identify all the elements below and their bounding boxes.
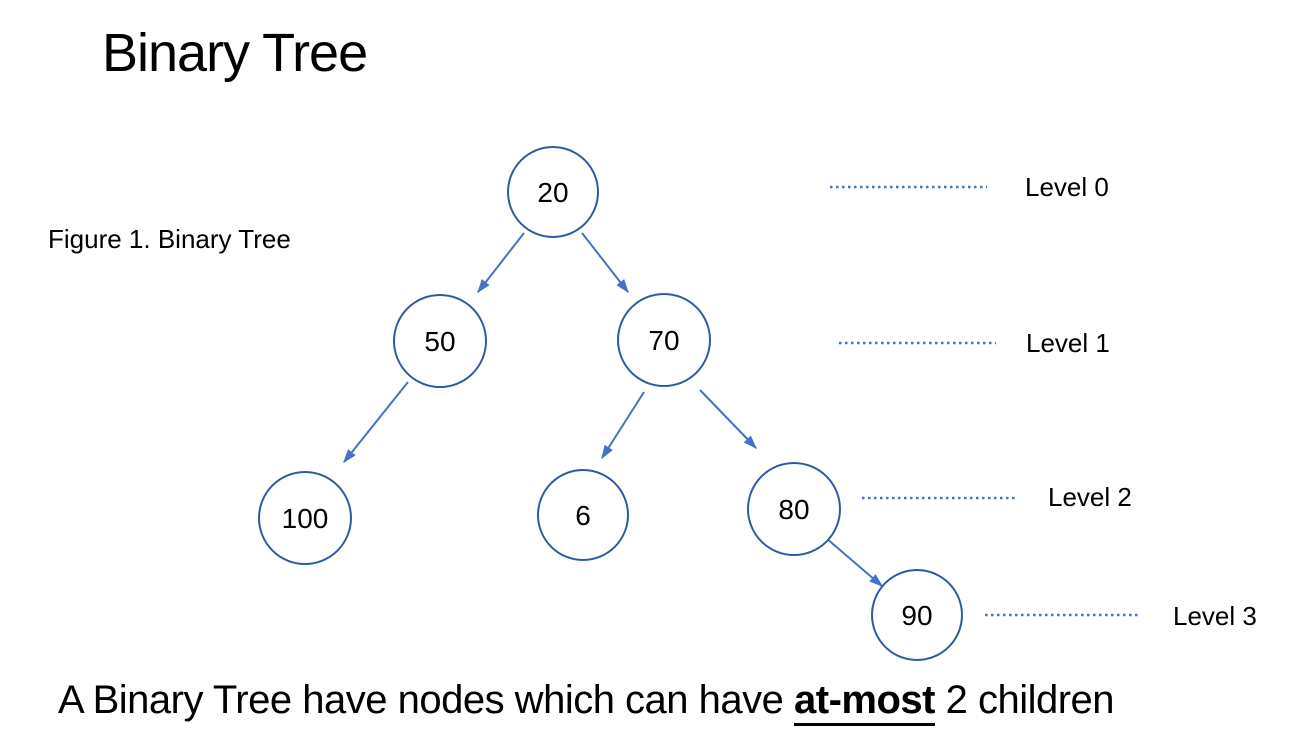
level-2-label: Level 2	[1048, 482, 1132, 512]
level-3-label: Level 3	[1173, 601, 1257, 631]
node-circle	[258, 471, 352, 565]
tree-node: 90	[871, 569, 963, 661]
edge-arrow-70-6	[601, 391, 645, 460]
node-circle	[747, 462, 841, 556]
node-value: 20	[537, 177, 568, 208]
tree-node: 100	[258, 471, 352, 565]
footer-emphasized-text: at-most	[794, 678, 935, 726]
node-value: 70	[648, 325, 679, 356]
node-value: 80	[778, 494, 809, 525]
tree-node: 70	[617, 293, 711, 387]
edge-arrow-50-100	[343, 381, 409, 464]
node-value: 50	[424, 326, 455, 357]
tree-node-root: 20	[507, 146, 599, 238]
footer-sentence: A Binary Tree have nodes which can have …	[58, 678, 1115, 726]
node-circle	[393, 294, 487, 388]
edge-arrow-80-90	[825, 537, 884, 587]
node-value: 100	[282, 503, 329, 534]
figure-caption: Figure 1. Binary Tree	[48, 224, 291, 254]
node-circle	[617, 293, 711, 387]
footer-text-before: A Binary Tree have nodes which can have	[58, 678, 784, 722]
edge-arrow-20-50	[477, 232, 525, 294]
footer-text-after: 2 children	[945, 678, 1115, 722]
edge-arrow-20-70	[581, 232, 629, 294]
tree-node: 80	[747, 462, 841, 556]
tree-node: 6	[537, 469, 629, 561]
level-1-label: Level 1	[1026, 328, 1110, 358]
tree-node: 50	[393, 294, 487, 388]
node-value: 90	[901, 600, 932, 631]
node-circle	[537, 469, 629, 561]
node-circle	[871, 569, 963, 661]
node-value: 6	[575, 500, 591, 531]
level-0-label: Level 0	[1025, 172, 1109, 202]
edge-arrow-70-80	[699, 389, 757, 450]
page-title: Binary Tree	[102, 23, 368, 83]
node-circle	[507, 146, 599, 238]
